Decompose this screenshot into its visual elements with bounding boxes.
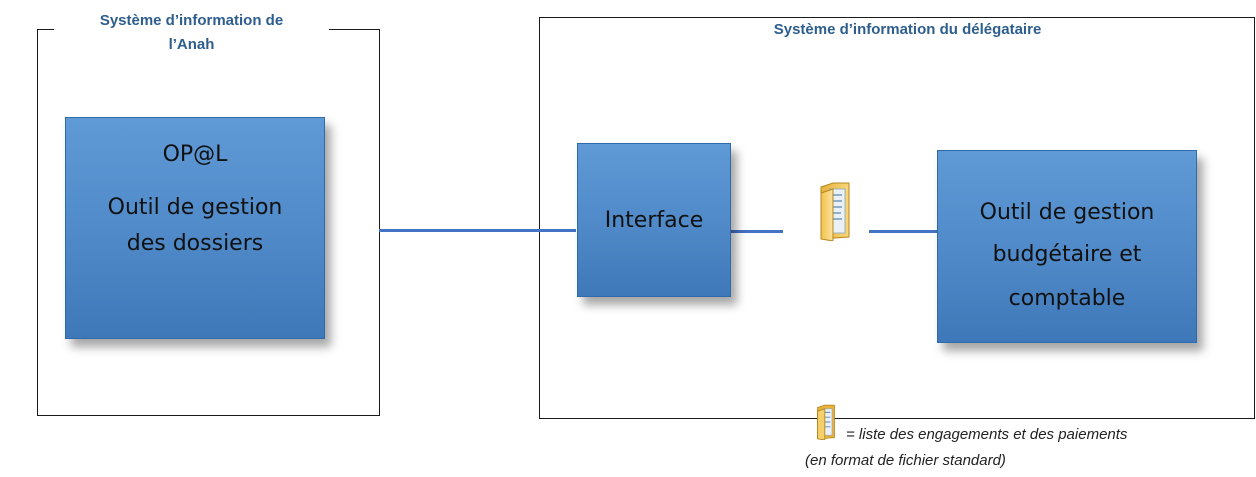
legend-folder-icon (814, 404, 838, 441)
anah-system-title-line1: Système d’information de (99, 12, 284, 29)
opal-line1: Outil de gestion (107, 195, 283, 220)
anah-system-title: Système d’information de l’Anah (54, 9, 329, 57)
budget-line3: comptable (1008, 286, 1126, 311)
connector-interface-folder (730, 230, 783, 233)
opal-box: OP@L Outil de gestion des dossiers (65, 117, 325, 339)
delegataire-system-frame (539, 17, 1255, 419)
budget-line1: Outil de gestion (979, 200, 1155, 225)
opal-line2: des dossiers (126, 231, 264, 256)
connector-opal-interface (379, 229, 576, 232)
budget-box: Outil de gestion budgétaire et comptable (937, 150, 1197, 343)
delegataire-system-title: Système d’information du délégataire (690, 18, 1125, 42)
connector-folder-budget (869, 230, 937, 233)
budget-line2: budgétaire et (992, 242, 1142, 267)
interface-box: Interface (577, 143, 731, 297)
legend-line1: = liste des engagements et des paiements (846, 426, 1128, 443)
interface-label: Interface (604, 207, 704, 233)
opal-name: OP@L (162, 142, 228, 167)
folder-icon (815, 181, 855, 242)
anah-system-title-line2: l’Anah (168, 36, 215, 53)
legend-line2: (en format de fichier standard) (805, 452, 1006, 469)
